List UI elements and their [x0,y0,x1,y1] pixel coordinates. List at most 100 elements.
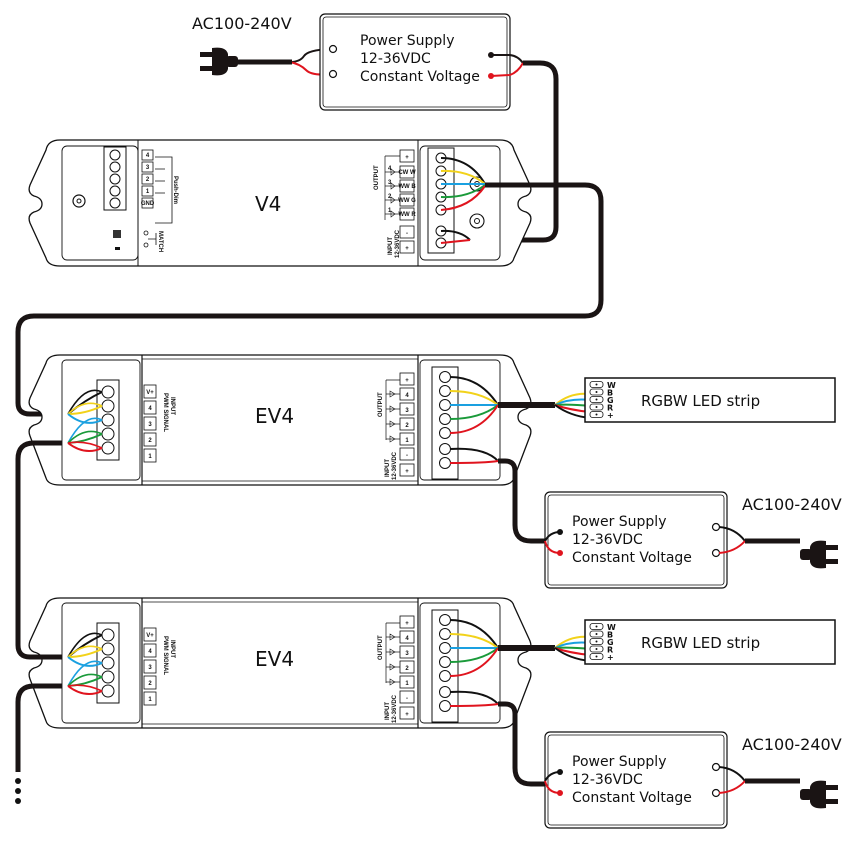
v4-output-wires [440,157,486,244]
push-terminal-label: 2 [146,177,150,183]
push-terminal [141,185,154,197]
output-terminal-label: 1 [405,438,409,444]
mains-label: AC100-240V [742,495,842,514]
ac-terminal-icon [328,44,338,54]
v4-output-label: OUTPUT [374,165,380,190]
ev4-power-input-voltage: 12-36VDC [392,451,398,480]
ps-line2: 12-36VDC [360,51,431,67]
led-diode-icon [390,168,396,176]
dc-power-cable [498,458,545,544]
power-terminal-label: + [405,469,409,475]
led-diode-icon [389,420,396,428]
strip-pin-label: + [607,653,614,662]
v4-input-label: INPUT [388,237,394,255]
v4-input-voltage: 12-36VDC [395,229,401,258]
signal-terminal [143,643,157,658]
signal-terminal [143,400,157,415]
dc-cable-top [460,60,559,243]
led-diode-icon [389,633,396,641]
ps-line2: 12-36VDC [572,532,643,548]
push-terminal-label: GND [141,201,155,207]
channel-label: 4 [388,166,392,172]
push-terminal-label: 3 [146,165,150,171]
signal-terminal-label: 2 [148,681,152,687]
push-dim-label: Push-Dim [172,176,178,204]
channel-label: 3 [388,180,392,186]
output-terminal-label: 3 [405,651,409,657]
signal-terminal-label: V+ [146,390,154,396]
plug-icon [800,780,838,809]
led-diode-icon [389,663,396,671]
power-terminal [399,447,415,461]
push-terminal [141,197,154,209]
signal-cable-ev4-ev4 [15,440,62,660]
v4-title: V4 [255,192,281,216]
output-terminal-label: 2 [405,423,409,429]
signal-terminal [143,675,157,690]
push-terminal [141,149,154,161]
plug-icon [800,540,838,569]
push-terminal-label: 4 [146,153,150,159]
ac-terminal-icon [711,762,721,772]
strip-pin-label: G [607,396,614,405]
signal-cable-v4-ev4 [15,182,604,417]
ac-terminal-icon [711,548,721,558]
signal-terminal [143,659,157,674]
ev4-power-input-label: INPUT [385,459,391,477]
ps-line1: Power Supply [572,514,667,530]
dc-power-cable [498,701,545,787]
push-terminal-label: 1 [146,189,150,195]
input-terminal [399,240,415,254]
power-terminal [399,690,415,704]
channel-label: 1 [388,208,392,214]
push-terminal [141,173,154,185]
match-button[interactable] [113,230,121,238]
output-terminal-label: CW W [398,170,416,176]
signal-terminal-label: 4 [148,649,152,655]
output-terminal-label: + [405,621,409,627]
output-terminal [399,372,415,386]
led-diode-icon [389,435,396,443]
ac-terminal-icon [711,522,721,532]
signal-terminal-label: 3 [148,422,152,428]
led-strip-label: RGBW LED strip [641,634,760,652]
ev4-power-input-label: INPUT [385,702,391,720]
strip-pin-label: + [607,411,614,420]
signal-terminal-label: 2 [148,438,152,444]
plus-terminal-label: + [405,155,409,161]
output-terminal-label: 4 [405,636,409,642]
output-terminal-label: 3 [405,408,409,414]
signal-terminal [143,627,157,642]
output-terminal-label: WW G [398,198,416,204]
ev4-input-label: INPUT [169,397,175,415]
output-terminal-label: WW B [398,184,416,190]
power-terminal [399,463,415,477]
signal-terminal [143,416,157,431]
led-diode-icon [390,182,396,190]
signal-terminal [143,448,157,463]
mounting-hole-icon [72,194,86,208]
match-label: MATCH [157,231,163,252]
signal-terminal-label: 1 [148,454,152,460]
strip-pin-label: W [607,381,616,390]
output-terminal-label: WW R [398,212,416,218]
power-terminal-label: - [406,453,408,459]
ps-line3: Constant Voltage [572,790,692,806]
strip-pin-label: R [607,646,613,655]
channel-label: 2 [388,194,392,200]
power-terminal-label: + [405,712,409,718]
ac-terminal-icon [328,69,338,79]
continuation-dots-icon [15,778,21,804]
ev4-output-label: OUTPUT [378,635,384,660]
ps-line3: Constant Voltage [572,550,692,566]
power-supply-top: Power Supply 12-36VDC Constant Voltage [319,13,511,111]
ps-line1: Power Supply [360,33,455,49]
led-diode-icon [389,405,396,413]
input-terminal-label: - [406,231,408,237]
